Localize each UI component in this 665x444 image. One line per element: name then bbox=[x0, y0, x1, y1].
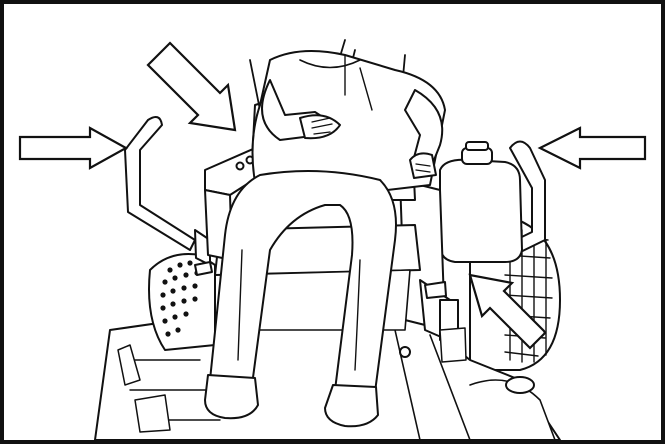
mower-seat-illustration bbox=[0, 0, 665, 444]
illustration-frame bbox=[0, 0, 665, 444]
